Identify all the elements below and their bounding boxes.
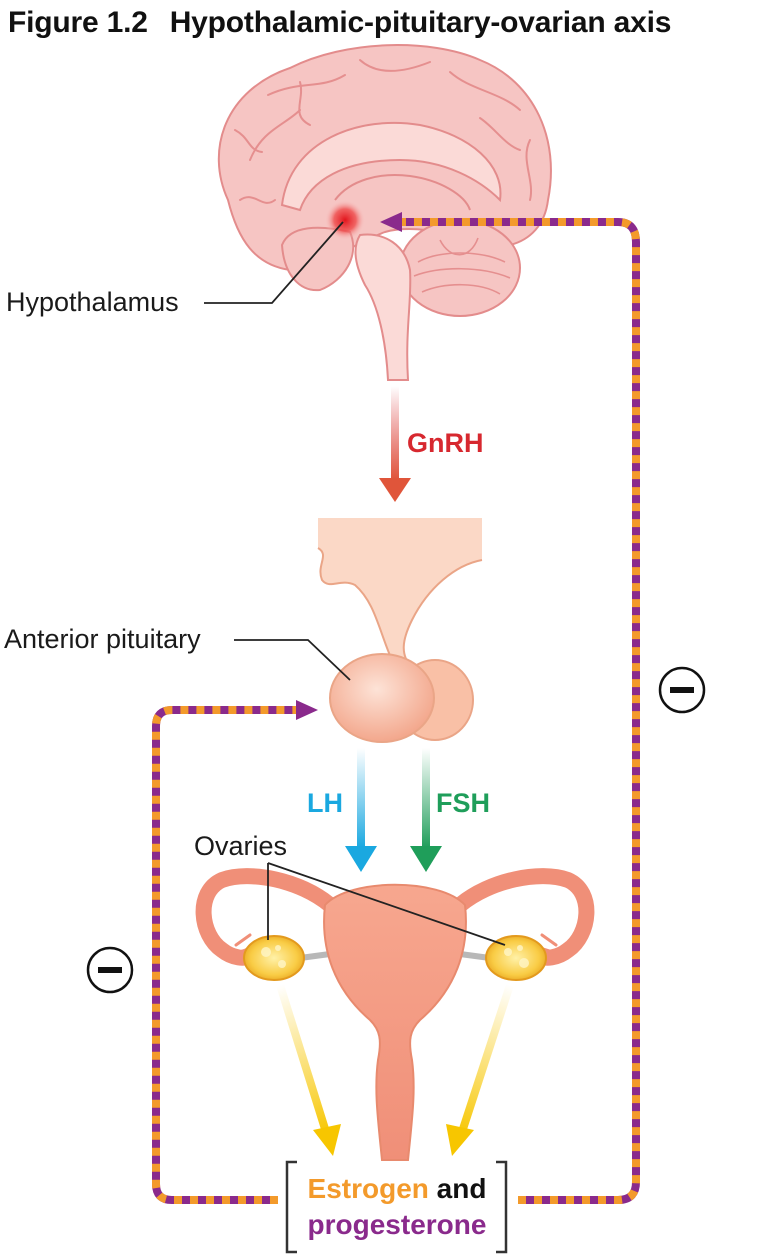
ovaries-leader-line-right bbox=[267, 862, 506, 946]
hormone-output-bracket bbox=[285, 1160, 508, 1254]
feedback-loop-to-hypothalamus bbox=[380, 212, 640, 1204]
fsh-arrow bbox=[410, 748, 442, 872]
estrogen-arrow-right bbox=[446, 983, 514, 1156]
estrogen-label: Estrogen bbox=[308, 1173, 429, 1204]
hypothalamus-label: Hypothalamus bbox=[6, 287, 179, 317]
right-ovary bbox=[485, 935, 547, 981]
lh-arrow bbox=[345, 748, 377, 872]
brain-illustration bbox=[217, 44, 552, 381]
ovaries-label: Ovaries bbox=[194, 831, 287, 861]
lh-label: LH bbox=[307, 788, 343, 818]
feedback-loop-to-pituitary bbox=[152, 700, 318, 1204]
hypothalamus-leader-line bbox=[204, 221, 344, 304]
inhibition-symbol-right bbox=[658, 666, 706, 714]
estrogen-arrow-left bbox=[276, 983, 341, 1156]
inhibition-symbol-left bbox=[86, 946, 134, 994]
pituitary-illustration bbox=[317, 518, 483, 743]
hypothalamus-highlight bbox=[325, 200, 365, 240]
progesterone-label: progesterone bbox=[308, 1209, 487, 1240]
anterior-pituitary-label: Anterior pituitary bbox=[4, 624, 201, 654]
anterior-pituitary-leader-line bbox=[234, 639, 351, 681]
figure-title-text: Hypothalamic-pituitary-ovarian axis bbox=[169, 6, 672, 39]
fsh-label: FSH bbox=[436, 788, 490, 818]
and-label: and bbox=[437, 1173, 487, 1204]
figure-title: Figure 1.2 Hypothalamic-pituitary-ovarian… bbox=[8, 6, 671, 40]
left-ovary bbox=[243, 935, 305, 981]
figure-number: Figure 1.2 bbox=[8, 6, 148, 39]
uterus-illustration bbox=[195, 868, 595, 1161]
estrogen-and-line: Estrogen and bbox=[308, 1173, 487, 1204]
gnrh-label: GnRH bbox=[407, 428, 484, 458]
gnrh-arrow bbox=[379, 386, 411, 502]
